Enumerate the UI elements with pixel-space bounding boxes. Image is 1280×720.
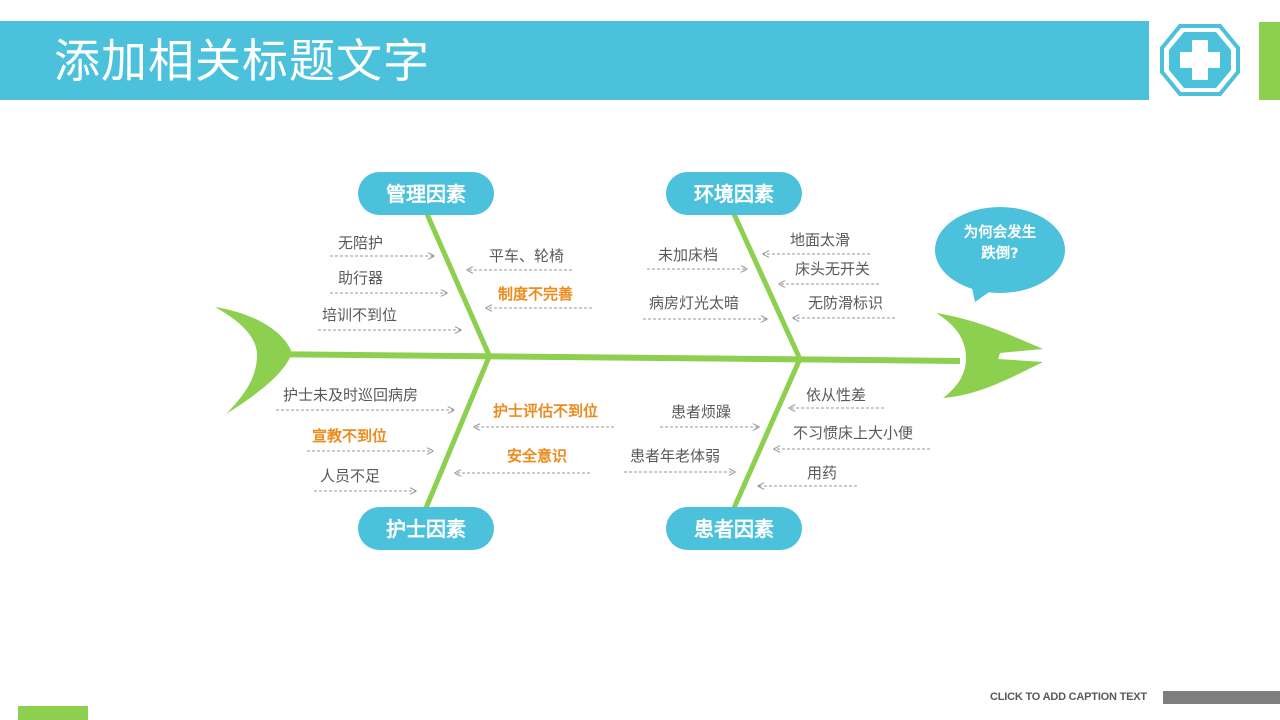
causes-nurse xyxy=(276,410,614,491)
page-title: 添加相关标题文字 xyxy=(54,34,430,88)
bone-environment xyxy=(731,212,802,359)
cause-label-highlighted: 宣教不到位 xyxy=(312,427,387,445)
cause-label: 地面太滑 xyxy=(790,231,850,249)
caption-bar xyxy=(1163,691,1280,704)
bone-patient xyxy=(731,359,802,510)
causes-management xyxy=(318,256,592,330)
accent-bar-bottom xyxy=(18,706,88,720)
cause-label: 用药 xyxy=(807,464,837,482)
category-environment: 环境因素 xyxy=(666,172,802,215)
bone-management xyxy=(424,212,492,357)
problem-text-line2: 跌倒? xyxy=(981,244,1018,262)
cause-label: 患者烦躁 xyxy=(671,403,731,421)
causes-patient xyxy=(624,408,930,486)
cause-label: 床头无开关 xyxy=(795,260,870,278)
problem-text-line1: 为何会发生 xyxy=(964,223,1037,241)
causes-environment xyxy=(643,254,895,319)
cause-label: 助行器 xyxy=(338,269,383,287)
category-nurse: 护士因素 xyxy=(358,507,494,550)
cause-label: 病房灯光太暗 xyxy=(649,294,739,312)
caption-text[interactable]: CLICK TO ADD CAPTION TEXT xyxy=(990,691,1147,703)
svg-text:护士因素: 护士因素 xyxy=(386,517,466,541)
problem-bubble: 为何会发生 跌倒? xyxy=(935,207,1065,302)
category-management: 管理因素 xyxy=(358,172,494,215)
cause-label: 人员不足 xyxy=(320,467,380,485)
cause-label: 不习惯床上大小便 xyxy=(793,424,913,442)
cause-label: 无陪护 xyxy=(338,234,383,252)
cause-label: 依从性差 xyxy=(806,386,866,404)
accent-bar-right xyxy=(1259,22,1280,100)
svg-text:管理因素: 管理因素 xyxy=(386,182,466,206)
cause-label-highlighted: 安全意识 xyxy=(507,447,567,465)
cause-label: 患者年老体弱 xyxy=(630,447,720,465)
medical-cross-icon xyxy=(1160,24,1240,96)
title-bar: 添加相关标题文字 xyxy=(0,21,1149,100)
fish-tail xyxy=(215,307,292,414)
bone-nurse xyxy=(423,356,492,509)
cause-label: 培训不到位 xyxy=(322,306,397,324)
cause-label: 平车、轮椅 xyxy=(489,247,564,265)
fish-spine xyxy=(256,351,961,364)
cause-label-highlighted: 护士评估不到位 xyxy=(493,402,598,420)
cause-label: 未加床档 xyxy=(658,246,718,264)
fish-head xyxy=(936,313,1043,398)
cause-label: 无防滑标识 xyxy=(808,294,883,312)
cause-label-highlighted: 制度不完善 xyxy=(498,285,573,303)
svg-text:环境因素: 环境因素 xyxy=(694,182,774,206)
category-patient: 患者因素 xyxy=(666,507,802,550)
cause-label: 护士未及时巡回病房 xyxy=(283,386,418,404)
svg-text:患者因素: 患者因素 xyxy=(694,517,774,541)
